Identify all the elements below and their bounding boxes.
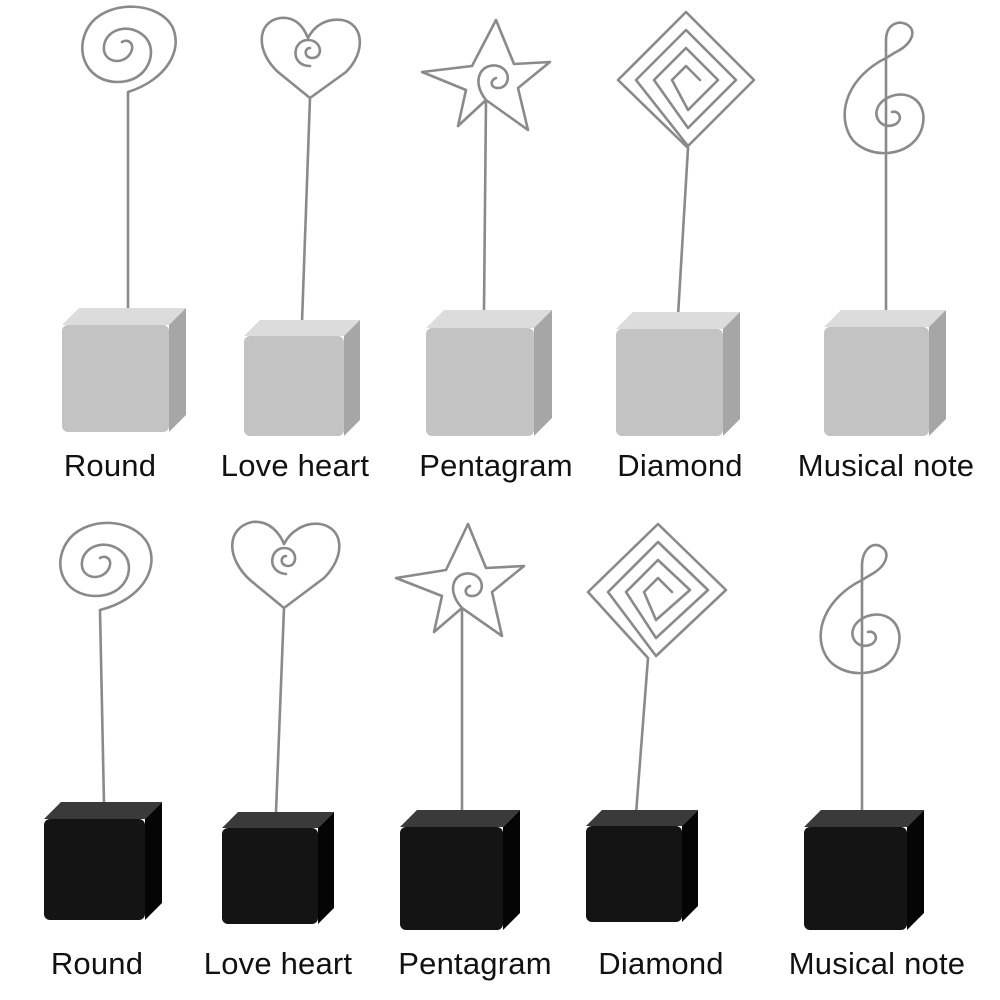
black-holders-row: Round Love heart Pentagram Diamond Music… (0, 500, 1000, 1000)
label-pentagram: Pentagram (419, 448, 573, 483)
silver-musical-note-holder (800, 0, 1000, 500)
wire-clip (616, 10, 756, 318)
silver-star-holder (400, 0, 600, 500)
black-heart-holder (200, 500, 400, 1000)
wire-clip (843, 21, 925, 312)
wire-clip (81, 5, 177, 310)
black-diamond-holder (586, 500, 800, 1000)
wire-clip (420, 18, 552, 312)
black-round-holder (0, 500, 200, 1000)
label-diamond: Diamond (598, 946, 724, 981)
silver-cube-base (824, 310, 946, 436)
wire-clip (59, 521, 153, 806)
treble-clef-clip-icon (824, 21, 946, 436)
black-cube-base (804, 810, 924, 930)
black-cube-base (44, 802, 162, 920)
label-musical-note: Musical note (788, 946, 966, 981)
silver-heart-holder (200, 0, 400, 500)
black-cube-base (400, 810, 520, 930)
label-musical-note: Musical note (797, 448, 975, 483)
label-love-heart: Love heart (220, 448, 370, 483)
star-clip-icon (394, 522, 526, 930)
silver-cube-base (244, 320, 360, 436)
heart-clip-icon (244, 16, 362, 436)
black-star-holder (394, 500, 600, 1000)
wire-clip (819, 543, 901, 816)
silver-holders-row: Round Love heart Pentagram Diamond Music… (0, 0, 1000, 500)
spiral-clip-icon (62, 5, 186, 432)
label-love-heart: Love heart (203, 946, 353, 981)
silver-cube-base (426, 310, 552, 436)
square-spiral-clip-icon (616, 10, 756, 436)
label-round: Round (63, 448, 157, 483)
wire-clip (394, 522, 526, 812)
silver-diamond-holder (600, 0, 800, 500)
black-musical-note-holder (800, 500, 1000, 1000)
silver-round-holder (0, 0, 200, 500)
silver-cube-base (616, 312, 740, 436)
treble-clef-clip-icon (804, 543, 924, 930)
wire-clip (230, 520, 341, 814)
black-cube-base (222, 812, 334, 924)
wire-clip (260, 16, 362, 324)
square-spiral-clip-icon (586, 522, 728, 922)
star-clip-icon (420, 18, 552, 436)
label-diamond: Diamond (617, 448, 743, 483)
spiral-clip-icon (44, 521, 162, 920)
label-round: Round (50, 946, 144, 981)
heart-clip-icon (222, 520, 341, 924)
silver-cube-base (62, 308, 186, 432)
black-cube-base (586, 810, 698, 922)
label-pentagram: Pentagram (398, 946, 552, 981)
wire-clip (586, 522, 728, 816)
